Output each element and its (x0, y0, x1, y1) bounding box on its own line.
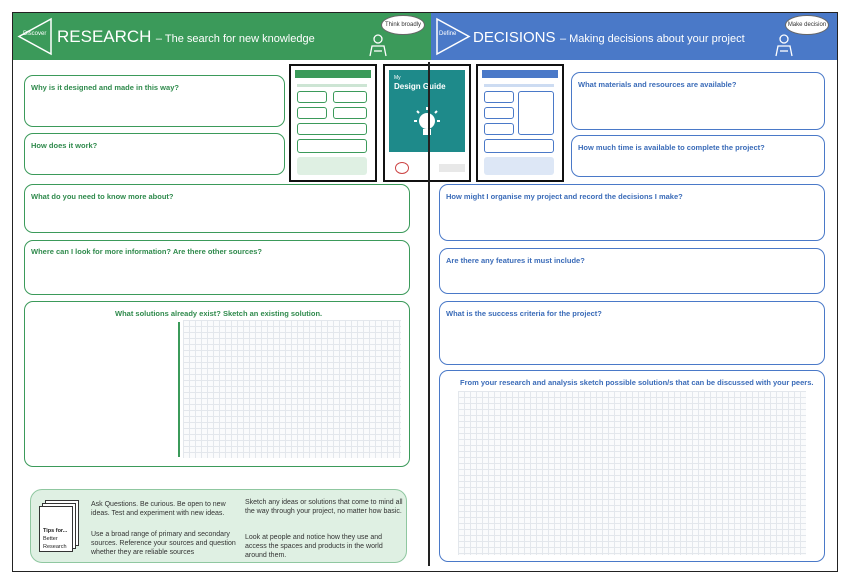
question-label: How might I organise my project and reco… (446, 192, 683, 201)
tip-paragraph: Ask Questions. Be curious. Be open to ne… (91, 501, 226, 517)
question-label: What do you need to know more about? (31, 192, 174, 201)
play-triangle-icon (436, 17, 471, 56)
thinking-person-icon (775, 34, 793, 57)
guide-title: Design Guide (394, 82, 446, 91)
research-badge: Discover (23, 31, 47, 37)
thought-cloud: Make decision (785, 15, 829, 35)
tips-card-line3: Research (43, 544, 67, 550)
sketch-grid[interactable] (183, 320, 401, 458)
question-label: How much time is available to complete t… (578, 143, 765, 152)
decisions-header: Define DECISIONS – Making decisions abou… (431, 13, 837, 60)
question-label: What solutions already exist? Sketch an … (115, 309, 323, 318)
lightbulb-icon (414, 107, 440, 135)
time-box[interactable]: How much time is available to complete t… (571, 135, 825, 177)
center-divider (428, 62, 430, 566)
play-triangle-icon (17, 17, 52, 56)
tips-card-line1: Tips for... (43, 528, 68, 534)
separator-line (178, 322, 180, 457)
design-guide-thumbnail: My Design Guide (383, 64, 471, 182)
success-criteria-box[interactable]: What is the success criteria for the pro… (439, 301, 825, 365)
question-label: What is the success criteria for the pro… (446, 309, 602, 318)
guide-small-text: My (394, 75, 401, 81)
existing-solutions-box[interactable]: What solutions already exist? Sketch an … (24, 301, 410, 467)
question-label: From your research and analysis sketch p… (460, 378, 814, 387)
tip-paragraph: Look at people and notice how they use a… (245, 534, 383, 559)
how-work-box[interactable]: How does it work? (24, 133, 285, 175)
question-label: Where can I look for more information? A… (31, 247, 263, 256)
materials-box[interactable]: What materials and resources are availab… (571, 72, 825, 130)
organise-box[interactable]: How might I organise my project and reco… (439, 184, 825, 241)
logo-mark (439, 164, 465, 172)
logo-mark (395, 162, 409, 174)
thinking-person-icon (369, 34, 387, 57)
research-title: RESEARCH – The search for new knowledge (57, 27, 315, 46)
thought-cloud: Think broadly (381, 15, 425, 35)
research-header: Discover RESEARCH – The search for new k… (13, 13, 431, 60)
decisions-badge: Define (439, 31, 457, 37)
decisions-sheet-thumbnail (476, 64, 564, 182)
decisions-title: DECISIONS – Making decisions about your … (473, 29, 745, 46)
question-label: What materials and resources are availab… (578, 80, 737, 89)
tips-panel: Tips for... Better Research Ask Question… (30, 489, 407, 563)
question-label: Why is it designed and made in this way? (31, 83, 179, 92)
question-label: How does it work? (31, 141, 98, 150)
features-box[interactable]: Are there any features it must include? (439, 248, 825, 294)
tips-card-line2: Better (43, 536, 58, 542)
question-label: Are there any features it must include? (446, 256, 585, 265)
research-sheet-thumbnail (289, 64, 377, 182)
tip-paragraph: Use a broad range of primary and seconda… (91, 531, 236, 556)
sketch-solutions-box[interactable]: From your research and analysis sketch p… (439, 370, 825, 562)
look-info-box[interactable]: Where can I look for more information? A… (24, 240, 410, 295)
sketch-grid[interactable] (458, 391, 806, 555)
why-designed-box[interactable]: Why is it designed and made in this way? (24, 75, 285, 127)
know-more-box[interactable]: What do you need to know more about? (24, 184, 410, 233)
tip-paragraph: Sketch any ideas or solutions that come … (245, 499, 403, 515)
tips-card-stack: Tips for... Better Research (39, 500, 79, 552)
